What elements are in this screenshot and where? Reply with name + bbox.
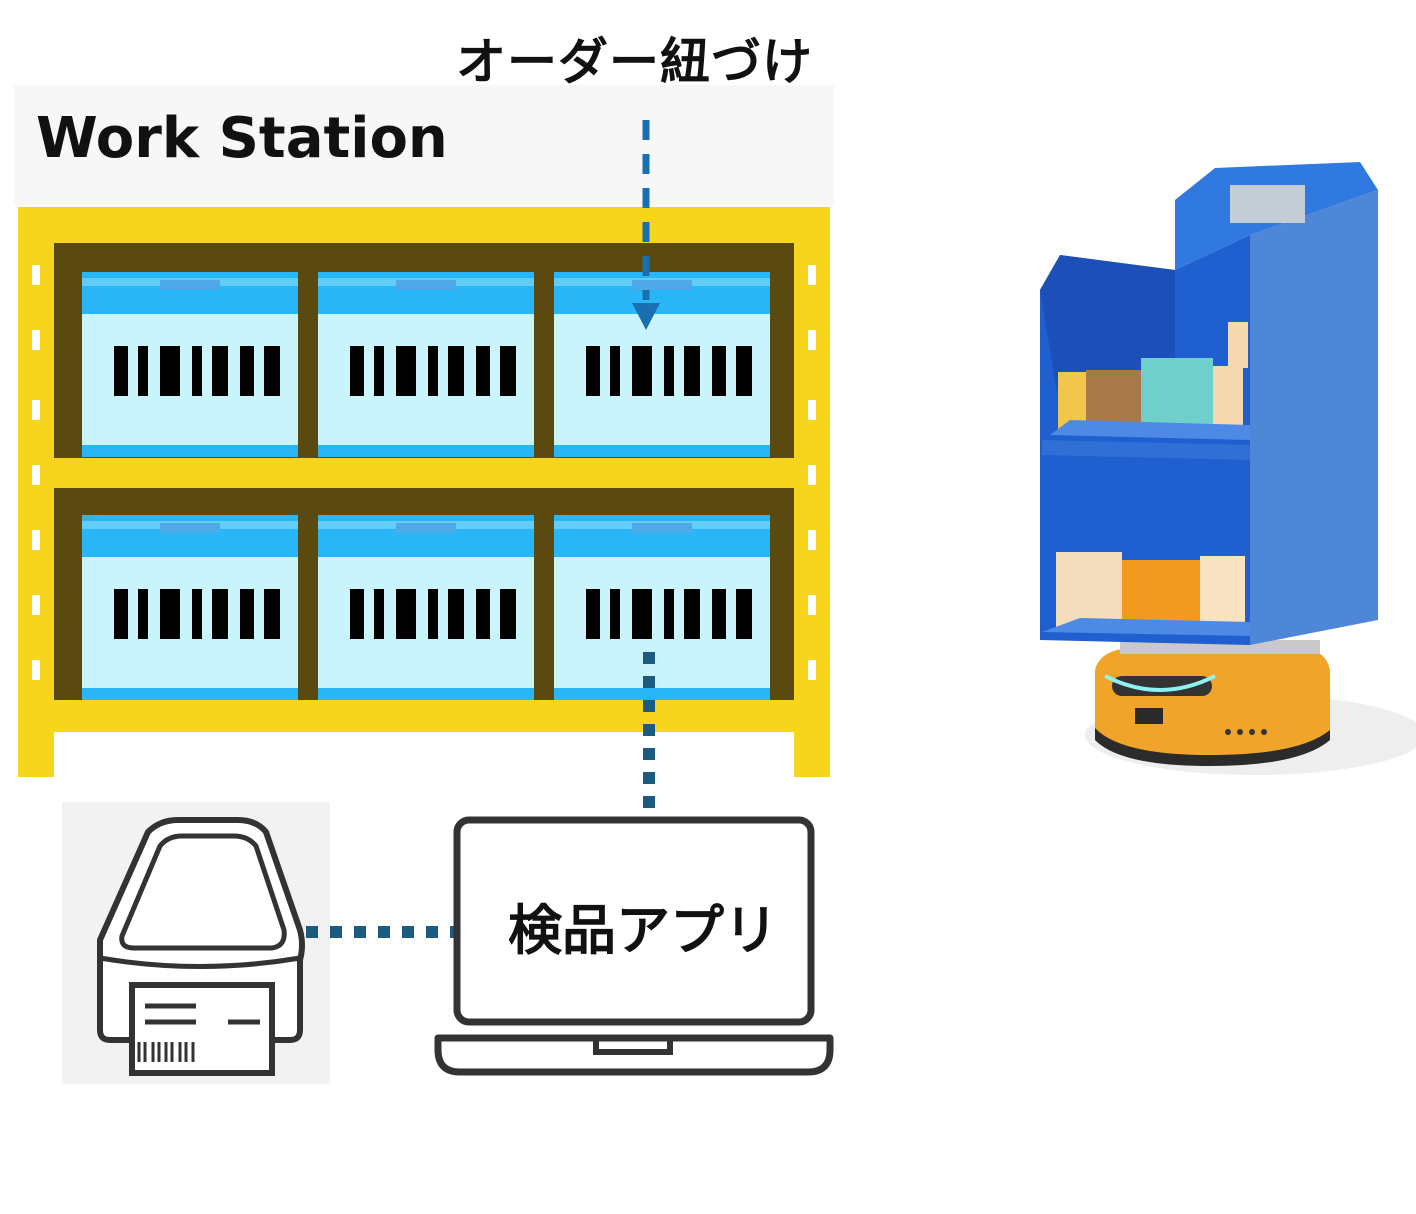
bin-top-3 [554,272,770,457]
inspection-app-label: 検品アプリ [508,899,778,962]
label-printer-icon [62,802,330,1084]
bin-bottom-1 [82,515,298,700]
workstation-header-panel [14,85,834,205]
laptop-icon [434,816,834,1076]
order-link-arrow [632,120,660,330]
bin-bottom-3 [554,515,770,700]
bin-top-2 [318,272,534,457]
amr-robot-shelf-icon [1040,162,1416,775]
bin-top-1 [82,272,298,457]
workstation-title: Work Station [36,106,448,171]
bin-bottom-2 [318,515,534,700]
order-link-label: オーダー紐づけ [456,33,813,91]
